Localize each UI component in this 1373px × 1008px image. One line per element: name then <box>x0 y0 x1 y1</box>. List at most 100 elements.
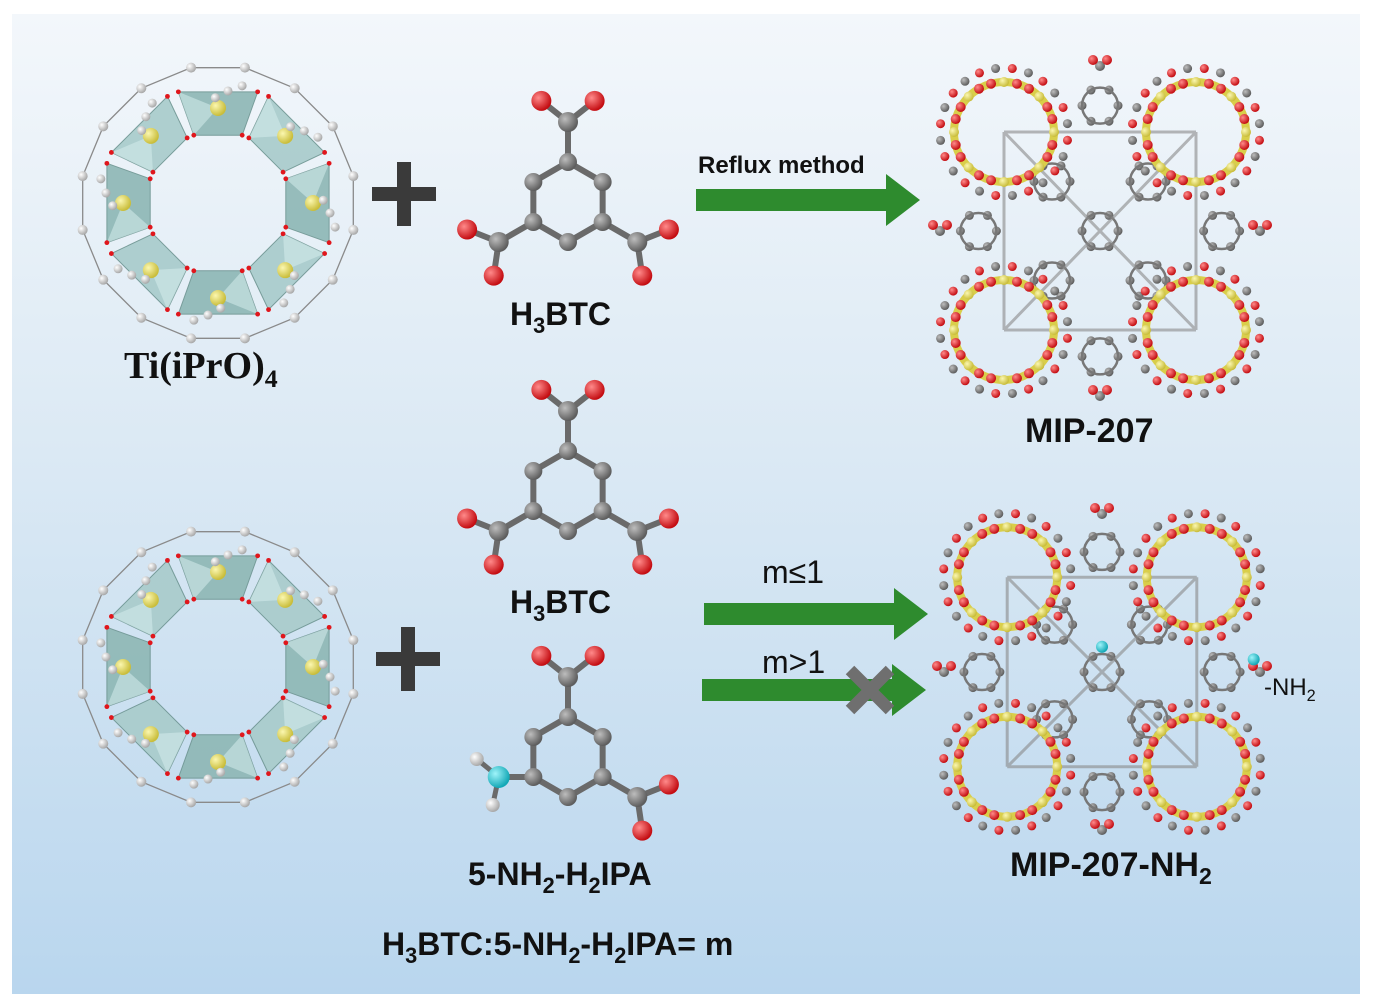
oxygen-atom <box>1248 220 1258 230</box>
ring-atom <box>1227 726 1237 736</box>
ring-atom <box>1141 89 1150 98</box>
oxygen-atom <box>942 220 952 230</box>
oxygen-atom <box>104 240 109 245</box>
hydrogen-atom <box>286 586 295 595</box>
ti-atom <box>210 100 226 116</box>
ring-atom <box>1243 612 1252 621</box>
hydrogen-atom <box>348 635 358 645</box>
hydrogen-atom <box>78 689 88 699</box>
ring-atom <box>967 537 977 547</box>
oxygen-atom <box>266 94 271 99</box>
ring-atom <box>1240 749 1250 759</box>
amine-tag-sub: 2 <box>1307 687 1316 705</box>
ring-atom <box>960 77 969 86</box>
ring-atom <box>1052 762 1062 772</box>
ring-atom <box>1234 300 1244 310</box>
ring-atom <box>1038 537 1048 547</box>
ring-atom <box>1024 282 1034 292</box>
ring-atom <box>1251 738 1260 747</box>
carbon-atom <box>559 708 577 726</box>
hydrogen-atom <box>141 576 150 585</box>
ring-atom <box>1235 787 1245 797</box>
amine-sub1: 2 <box>543 873 555 898</box>
oxygen-atom <box>632 266 652 286</box>
linker-bonds <box>1004 132 1196 330</box>
ring-atom <box>952 801 961 810</box>
ring-atom <box>1024 385 1033 394</box>
ring-atom <box>1141 127 1151 137</box>
ring-atom <box>1142 801 1151 810</box>
oxygen-atom <box>151 170 156 175</box>
ring-atom <box>1205 714 1215 724</box>
ring-atom <box>1050 585 1060 595</box>
ring-atom <box>1217 718 1227 728</box>
oxygen-atom <box>240 732 245 737</box>
ring-atom <box>994 699 1003 708</box>
hydrogen-atom <box>204 311 213 320</box>
ratio-c: -H <box>580 926 614 962</box>
carbon-atom <box>594 768 612 786</box>
oxygen-atom <box>240 597 245 602</box>
ring-atom <box>1059 350 1068 359</box>
ring-atom <box>1129 771 1138 780</box>
arrow-right-icon <box>704 588 928 640</box>
ring-atom <box>977 529 987 539</box>
ring-atom <box>1204 175 1214 185</box>
ratio-sub1: 3 <box>405 943 417 968</box>
ring-atom <box>1153 712 1162 721</box>
ti-precursor-ring <box>78 63 359 344</box>
ring-atom <box>1192 812 1202 822</box>
carbon-atom <box>627 521 647 541</box>
ring-atom <box>989 810 999 820</box>
ring-atom <box>967 726 977 736</box>
oxygen-atom <box>185 266 190 271</box>
hydrogen-atom <box>141 112 150 121</box>
ring-atom <box>1255 119 1264 128</box>
hydrogen-atom <box>290 735 299 744</box>
ring-atom <box>954 559 964 569</box>
oxygen-atom <box>283 689 288 694</box>
ring-atom <box>964 624 973 633</box>
ring-atom <box>1012 175 1022 185</box>
ring-atom <box>1027 632 1036 641</box>
oxygen-atom <box>1104 819 1114 829</box>
ring-atom <box>1144 585 1154 595</box>
ring-atom <box>1243 801 1252 810</box>
ti-atom <box>115 659 131 675</box>
ring-atom <box>1242 166 1251 175</box>
ring-atom <box>999 77 1009 87</box>
ring-atom <box>1156 92 1166 102</box>
hydrogen-atom <box>136 83 146 93</box>
hydrogen-atom <box>136 777 146 787</box>
carbon-atom <box>558 401 578 421</box>
hydrogen-atom <box>78 635 88 645</box>
hydrogen-atom <box>96 638 105 647</box>
ring-atom <box>1054 612 1063 621</box>
ring-atom <box>952 723 961 732</box>
ring-atom <box>956 102 966 112</box>
hydrogen-atom <box>141 739 150 748</box>
ring-atom <box>1217 616 1227 626</box>
ring-atom <box>936 334 945 343</box>
ring-atom <box>1152 275 1161 284</box>
ring-atom <box>1038 726 1048 736</box>
ring-atom <box>952 612 961 621</box>
ring-atom <box>1231 178 1240 187</box>
ring-atom <box>1166 368 1176 378</box>
hydrogen-atom <box>238 545 247 554</box>
oxygen-atom <box>327 704 332 709</box>
ring-atom <box>991 191 1000 200</box>
ring-atom <box>1128 334 1137 343</box>
hydrogen-atom <box>240 527 250 537</box>
hydrogen-atom <box>78 225 88 235</box>
ring-atom <box>1256 581 1265 590</box>
ring-atom <box>994 636 1003 645</box>
ring-atom <box>1217 514 1226 523</box>
carbon-atom <box>594 462 612 480</box>
hydrogen-atom <box>186 797 196 807</box>
hydrogen-atom <box>313 133 322 142</box>
oxygen-atom <box>191 133 196 138</box>
oxygen-atom <box>585 91 605 111</box>
ring-atom <box>1046 547 1056 557</box>
hydrogen-atom <box>328 121 338 131</box>
